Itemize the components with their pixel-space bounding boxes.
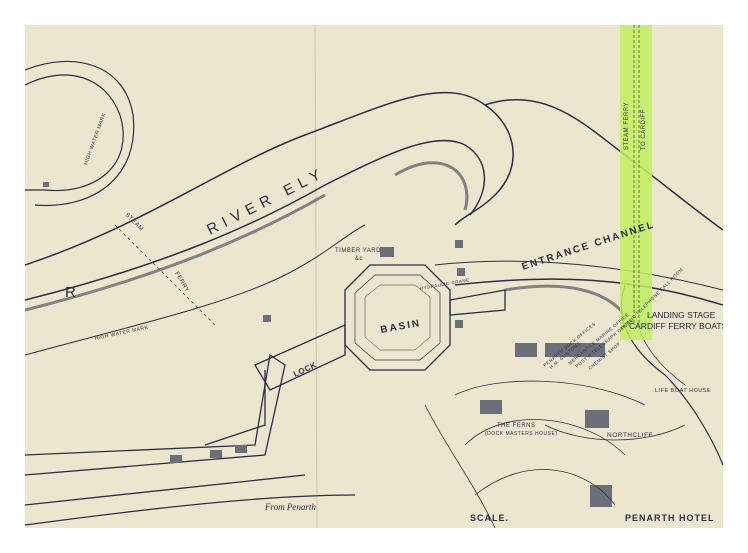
label-from-penarth: From Penarth — [264, 502, 316, 512]
label-landing-stage: LANDING STAGE — [647, 310, 716, 320]
label-life-boat-house: LIFE BOAT HOUSE — [655, 388, 711, 394]
label-dock-masters-house: (DOCK MASTERS HOUSE) — [485, 431, 558, 437]
label-scale: SCALE. — [470, 513, 509, 523]
label-river-left: R — [65, 284, 82, 301]
label-to-cardiff: TO CARDIFF — [641, 109, 647, 150]
roads — [424, 380, 686, 529]
label-penarth-hotel: PENARTH HOTEL — [625, 513, 715, 523]
label-steam-ferry: STEAM FERRY — [624, 102, 630, 150]
paper-fold — [314, 24, 318, 529]
map-canvas: RIVER ELY R ENTRANCE CHANNEL STEAM FERRY… — [24, 24, 728, 529]
buildings — [43, 182, 612, 507]
dock-structures — [24, 264, 506, 526]
label-the-ferns: THE FERNS — [497, 423, 536, 429]
historic-map: RIVER ELY R ENTRANCE CHANNEL STEAM FERRY… — [24, 24, 728, 529]
highlight-ferry-route — [620, 25, 652, 340]
hatched-shore — [24, 161, 627, 316]
label-timber-yard-etc: &c — [355, 256, 363, 262]
label-timber-yard: TIMBER YARD — [335, 248, 381, 254]
label-northcliff: NORTHCLIFF — [607, 432, 653, 439]
label-ferry-boats: CARDIFF FERRY BOATS — [629, 321, 723, 331]
